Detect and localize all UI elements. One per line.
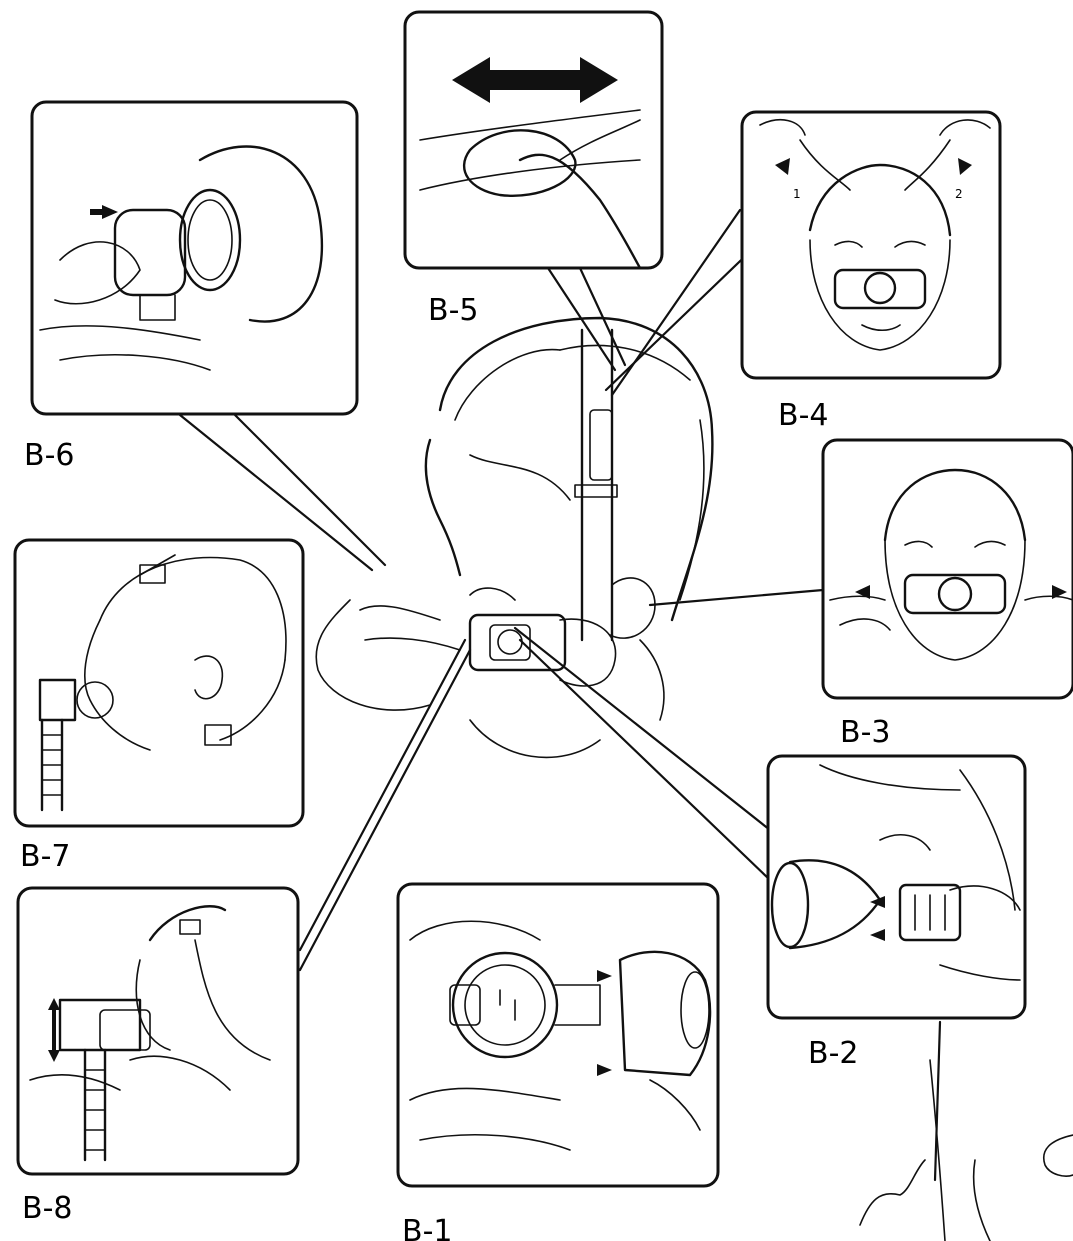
panel-label: B-4 [778,398,829,433]
panel-b6: B-6 [24,102,357,473]
step-number-1: 1 [793,187,801,201]
panel-label: B-1 [402,1214,453,1241]
panel-b8: B-8 [18,888,298,1226]
step-number-2: 2 [955,187,963,201]
panel-label: B-6 [24,438,75,473]
panel-b3: B-3 [823,440,1073,750]
panel-label: B-3 [840,715,891,750]
panel-b1: B-1 [398,884,718,1241]
panel-label: B-7 [20,839,71,874]
panel-b2: B-2 [768,756,1025,1071]
partial-figure-sketch [860,1060,1073,1241]
panel-label: B-8 [22,1191,73,1226]
panel-b5: B-5 [405,12,662,328]
panel-label: B-2 [808,1036,859,1071]
panel-label: B-5 [428,293,479,328]
panel-b4: 1 2 B-4 [742,112,1000,433]
patient-wearing-mask-icon [316,318,712,757]
panel-b7: B-7 [15,540,303,874]
